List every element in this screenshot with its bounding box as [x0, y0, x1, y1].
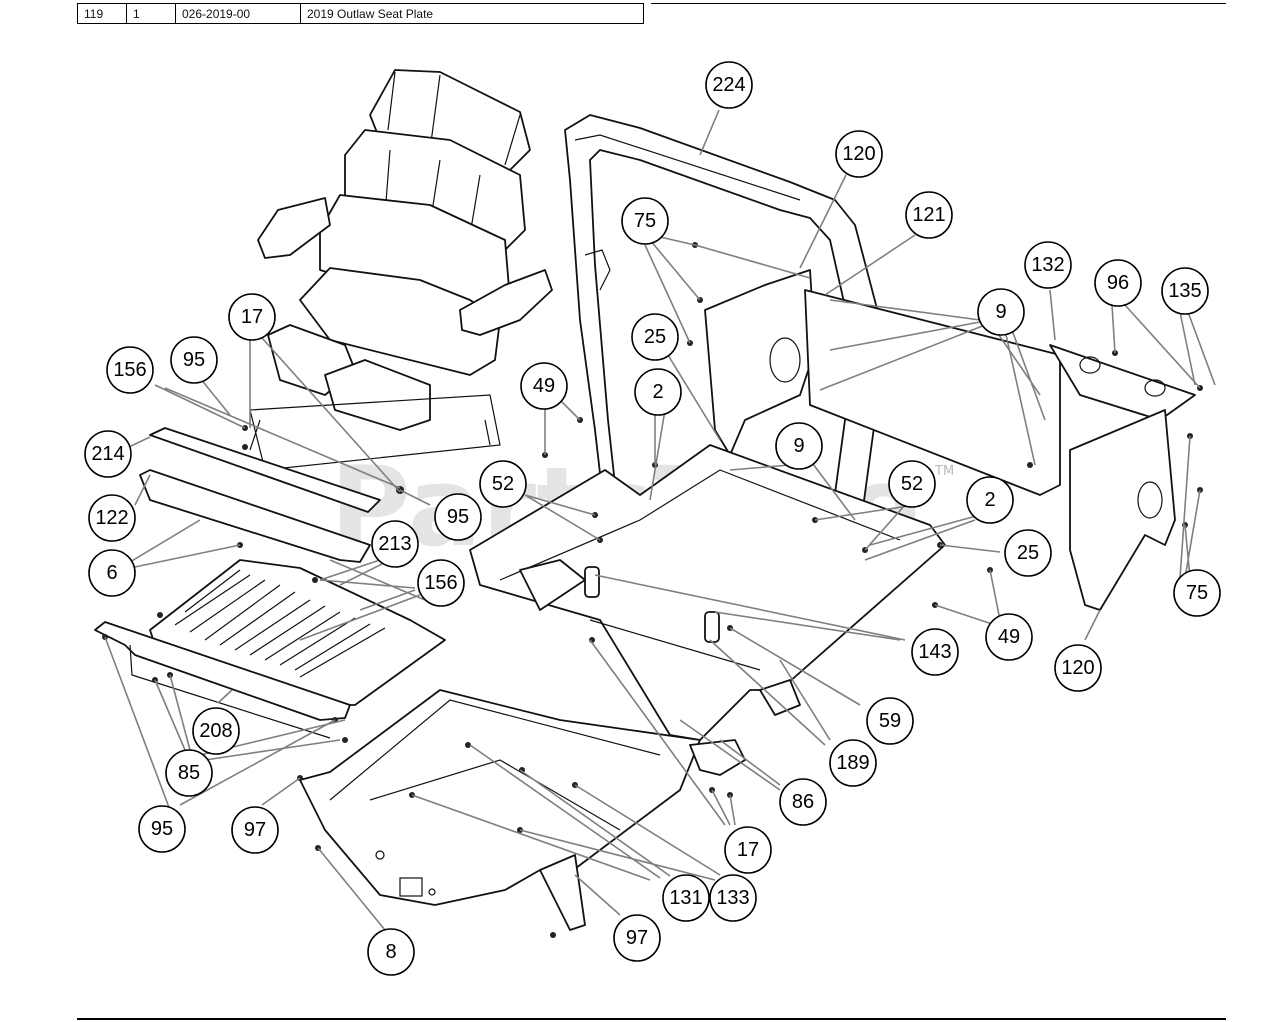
svg-text:49: 49 [998, 626, 1020, 648]
callout-85: 85 [165, 749, 213, 797]
leader-lines [104, 109, 1216, 931]
svg-text:25: 25 [1017, 542, 1039, 564]
callout-17-top: 17 [228, 293, 276, 341]
callout-95-mid: 95 [434, 493, 482, 541]
svg-text:135: 135 [1168, 280, 1201, 302]
callout-52-right: 52 [888, 460, 936, 508]
callout-52-left: 52 [479, 460, 527, 508]
seat-plate-part [94, 427, 446, 739]
callout-97-left: 97 [231, 806, 279, 854]
ref-number-cell: 119 [77, 3, 127, 24]
svg-text:2: 2 [984, 489, 995, 511]
svg-text:85: 85 [178, 762, 200, 784]
svg-text:224: 224 [712, 74, 745, 96]
header-rule [651, 3, 1226, 4]
svg-text:131: 131 [669, 887, 702, 909]
callout-213: 213 [371, 520, 419, 568]
svg-text:132: 132 [1031, 254, 1064, 276]
svg-text:95: 95 [183, 349, 205, 371]
callout-208: 208 [192, 707, 240, 755]
callout-122: 122 [88, 494, 136, 542]
callout-17-bottom: 17 [724, 826, 772, 874]
svg-text:208: 208 [199, 720, 232, 742]
side-plates [704, 269, 1196, 611]
svg-text:17: 17 [737, 839, 759, 861]
callout-156-mid: 156 [417, 559, 465, 607]
callout-96: 96 [1094, 259, 1142, 307]
svg-text:49: 49 [533, 375, 555, 397]
svg-text:143: 143 [918, 641, 951, 663]
svg-text:6: 6 [106, 562, 117, 584]
callout-120-bottom: 120 [1054, 644, 1102, 692]
svg-text:8: 8 [385, 941, 396, 963]
seat-assembly [249, 69, 553, 471]
callout-49-right: 49 [985, 613, 1033, 661]
watermark-trademark: TM [934, 464, 954, 479]
svg-text:95: 95 [447, 506, 469, 528]
callout-8: 8 [367, 928, 415, 976]
svg-text:156: 156 [424, 572, 457, 594]
footer-rule [77, 1018, 1226, 1020]
callout-189: 189 [829, 739, 877, 787]
svg-text:122: 122 [95, 507, 128, 529]
svg-text:9: 9 [995, 301, 1006, 323]
callout-133: 133 [709, 874, 757, 922]
svg-text:213: 213 [378, 533, 411, 555]
svg-text:120: 120 [1061, 657, 1094, 679]
callout-214: 214 [84, 430, 132, 478]
parts-header-table: 119 1 026-2019-00 2019 Outlaw Seat Plate [77, 3, 644, 24]
callout-59: 59 [866, 697, 914, 745]
part-number-cell: 026-2019-00 [175, 3, 301, 24]
svg-text:75: 75 [1186, 582, 1208, 604]
callout-labels: 224 120 121 75 132 96 135 9 25 17 156 95… [84, 61, 1221, 976]
svg-text:121: 121 [912, 204, 945, 226]
callout-131: 131 [662, 874, 710, 922]
callout-135: 135 [1161, 267, 1209, 315]
svg-text:9: 9 [793, 435, 804, 457]
svg-text:17: 17 [241, 306, 263, 328]
svg-text:214: 214 [91, 443, 124, 465]
callout-156-top: 156 [106, 346, 154, 394]
callout-9-top: 9 [977, 288, 1025, 336]
parts-header-row: 119 1 026-2019-00 2019 Outlaw Seat Plate [77, 3, 644, 24]
callout-75-top: 75 [621, 197, 669, 245]
svg-text:97: 97 [244, 819, 266, 841]
svg-text:96: 96 [1107, 272, 1129, 294]
callout-25-top: 25 [631, 313, 679, 361]
callout-95-top: 95 [170, 336, 218, 384]
svg-text:156: 156 [113, 359, 146, 381]
callout-224: 224 [705, 61, 753, 109]
callout-75-right: 75 [1173, 569, 1221, 617]
callout-6: 6 [88, 549, 136, 597]
svg-text:2: 2 [652, 381, 663, 403]
callout-25-right: 25 [1004, 529, 1052, 577]
svg-text:86: 86 [792, 791, 814, 813]
callout-120-top: 120 [835, 130, 883, 178]
callout-95-bottom: 95 [138, 805, 186, 853]
svg-text:189: 189 [836, 752, 869, 774]
callout-132: 132 [1024, 241, 1072, 289]
svg-text:97: 97 [626, 927, 648, 949]
callout-97-bottom: 97 [613, 914, 661, 962]
callout-143: 143 [911, 628, 959, 676]
svg-text:120: 120 [842, 143, 875, 165]
callout-121: 121 [905, 191, 953, 239]
callout-2-right: 2 [966, 476, 1014, 524]
callout-86: 86 [779, 778, 827, 826]
svg-text:95: 95 [151, 818, 173, 840]
callout-2-top: 2 [634, 368, 682, 416]
svg-text:59: 59 [879, 710, 901, 732]
svg-text:25: 25 [644, 326, 666, 348]
svg-text:133: 133 [716, 887, 749, 909]
svg-text:52: 52 [901, 473, 923, 495]
callout-49-top: 49 [520, 362, 568, 410]
description-cell: 2019 Outlaw Seat Plate [300, 3, 644, 24]
svg-text:52: 52 [492, 473, 514, 495]
callout-9-mid: 9 [775, 422, 823, 470]
svg-text:75: 75 [634, 210, 656, 232]
